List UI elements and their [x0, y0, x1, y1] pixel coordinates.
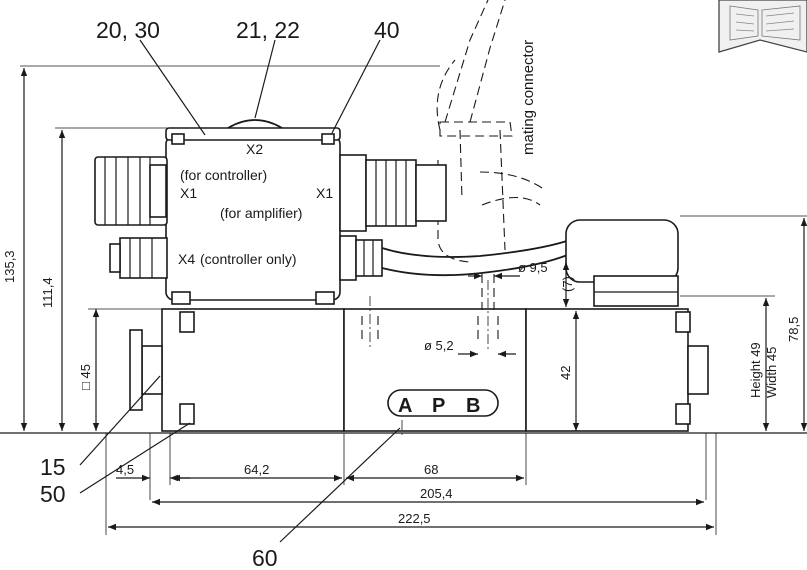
solenoid-plug: [565, 219, 679, 307]
callout-60: 60: [252, 545, 278, 570]
leader-21-22: [254, 39, 276, 119]
leader-50: [79, 422, 191, 494]
port-label-a: A: [398, 395, 412, 417]
dim-68: 68: [424, 462, 438, 477]
dim-42: 42: [558, 366, 573, 380]
dim-111-4: 111,4: [40, 277, 55, 308]
cable-gland: [339, 235, 383, 281]
electronics-housing: [165, 119, 341, 305]
dim-222-5: 222,5: [398, 511, 431, 526]
dim-78-5: 78,5: [786, 317, 801, 342]
callout-21-22: 21, 22: [236, 17, 300, 43]
dim-135-3: 135,3: [2, 250, 17, 283]
valve-body: [129, 308, 709, 432]
label-for-amplifier: (for amplifier): [220, 205, 302, 221]
dim-7: (7): [560, 276, 575, 292]
dim-height-49: Height 49: [748, 342, 763, 398]
label-x2: X2: [246, 141, 263, 157]
dim-4-5: 4,5: [116, 462, 134, 477]
left-connector-x4: [109, 237, 168, 279]
label-x4: X4: [178, 251, 195, 267]
leader-40: [331, 39, 381, 134]
dim-square-45: □ 45: [78, 364, 93, 390]
dim-64-2: 64,2: [244, 462, 269, 477]
dim-205-4: 205,4: [420, 486, 453, 501]
label-x1-right: X1: [316, 185, 333, 201]
callout-40: 40: [374, 17, 400, 43]
port-label-b: B: [466, 395, 480, 417]
label-mating-connector: mating connector: [520, 40, 537, 155]
leader-60: [279, 427, 401, 543]
label-controller-only: (controller only): [200, 251, 296, 267]
right-connector-x1: [339, 154, 447, 232]
left-connector-x1: [94, 156, 168, 226]
dim-dia-5-2: ø 5,2: [424, 338, 454, 353]
port-label-p: P: [432, 395, 445, 417]
label-for-controller: (for controller): [180, 167, 267, 183]
mating-connector-cable: [436, 0, 546, 263]
callout-50: 50: [40, 481, 66, 507]
callout-15: 15: [40, 454, 66, 480]
manual-book-icon: [718, 0, 807, 53]
leader-15: [79, 375, 161, 466]
label-x1-left: X1: [180, 185, 197, 201]
callout-20-30: 20, 30: [96, 17, 160, 43]
hidden-ports: [361, 274, 499, 438]
solenoid-cable: [381, 239, 571, 277]
leader-20-30: [139, 39, 206, 136]
dim-width-45: Width 45: [764, 347, 779, 398]
dim-dia-9-5: ø 9,5: [518, 260, 548, 275]
